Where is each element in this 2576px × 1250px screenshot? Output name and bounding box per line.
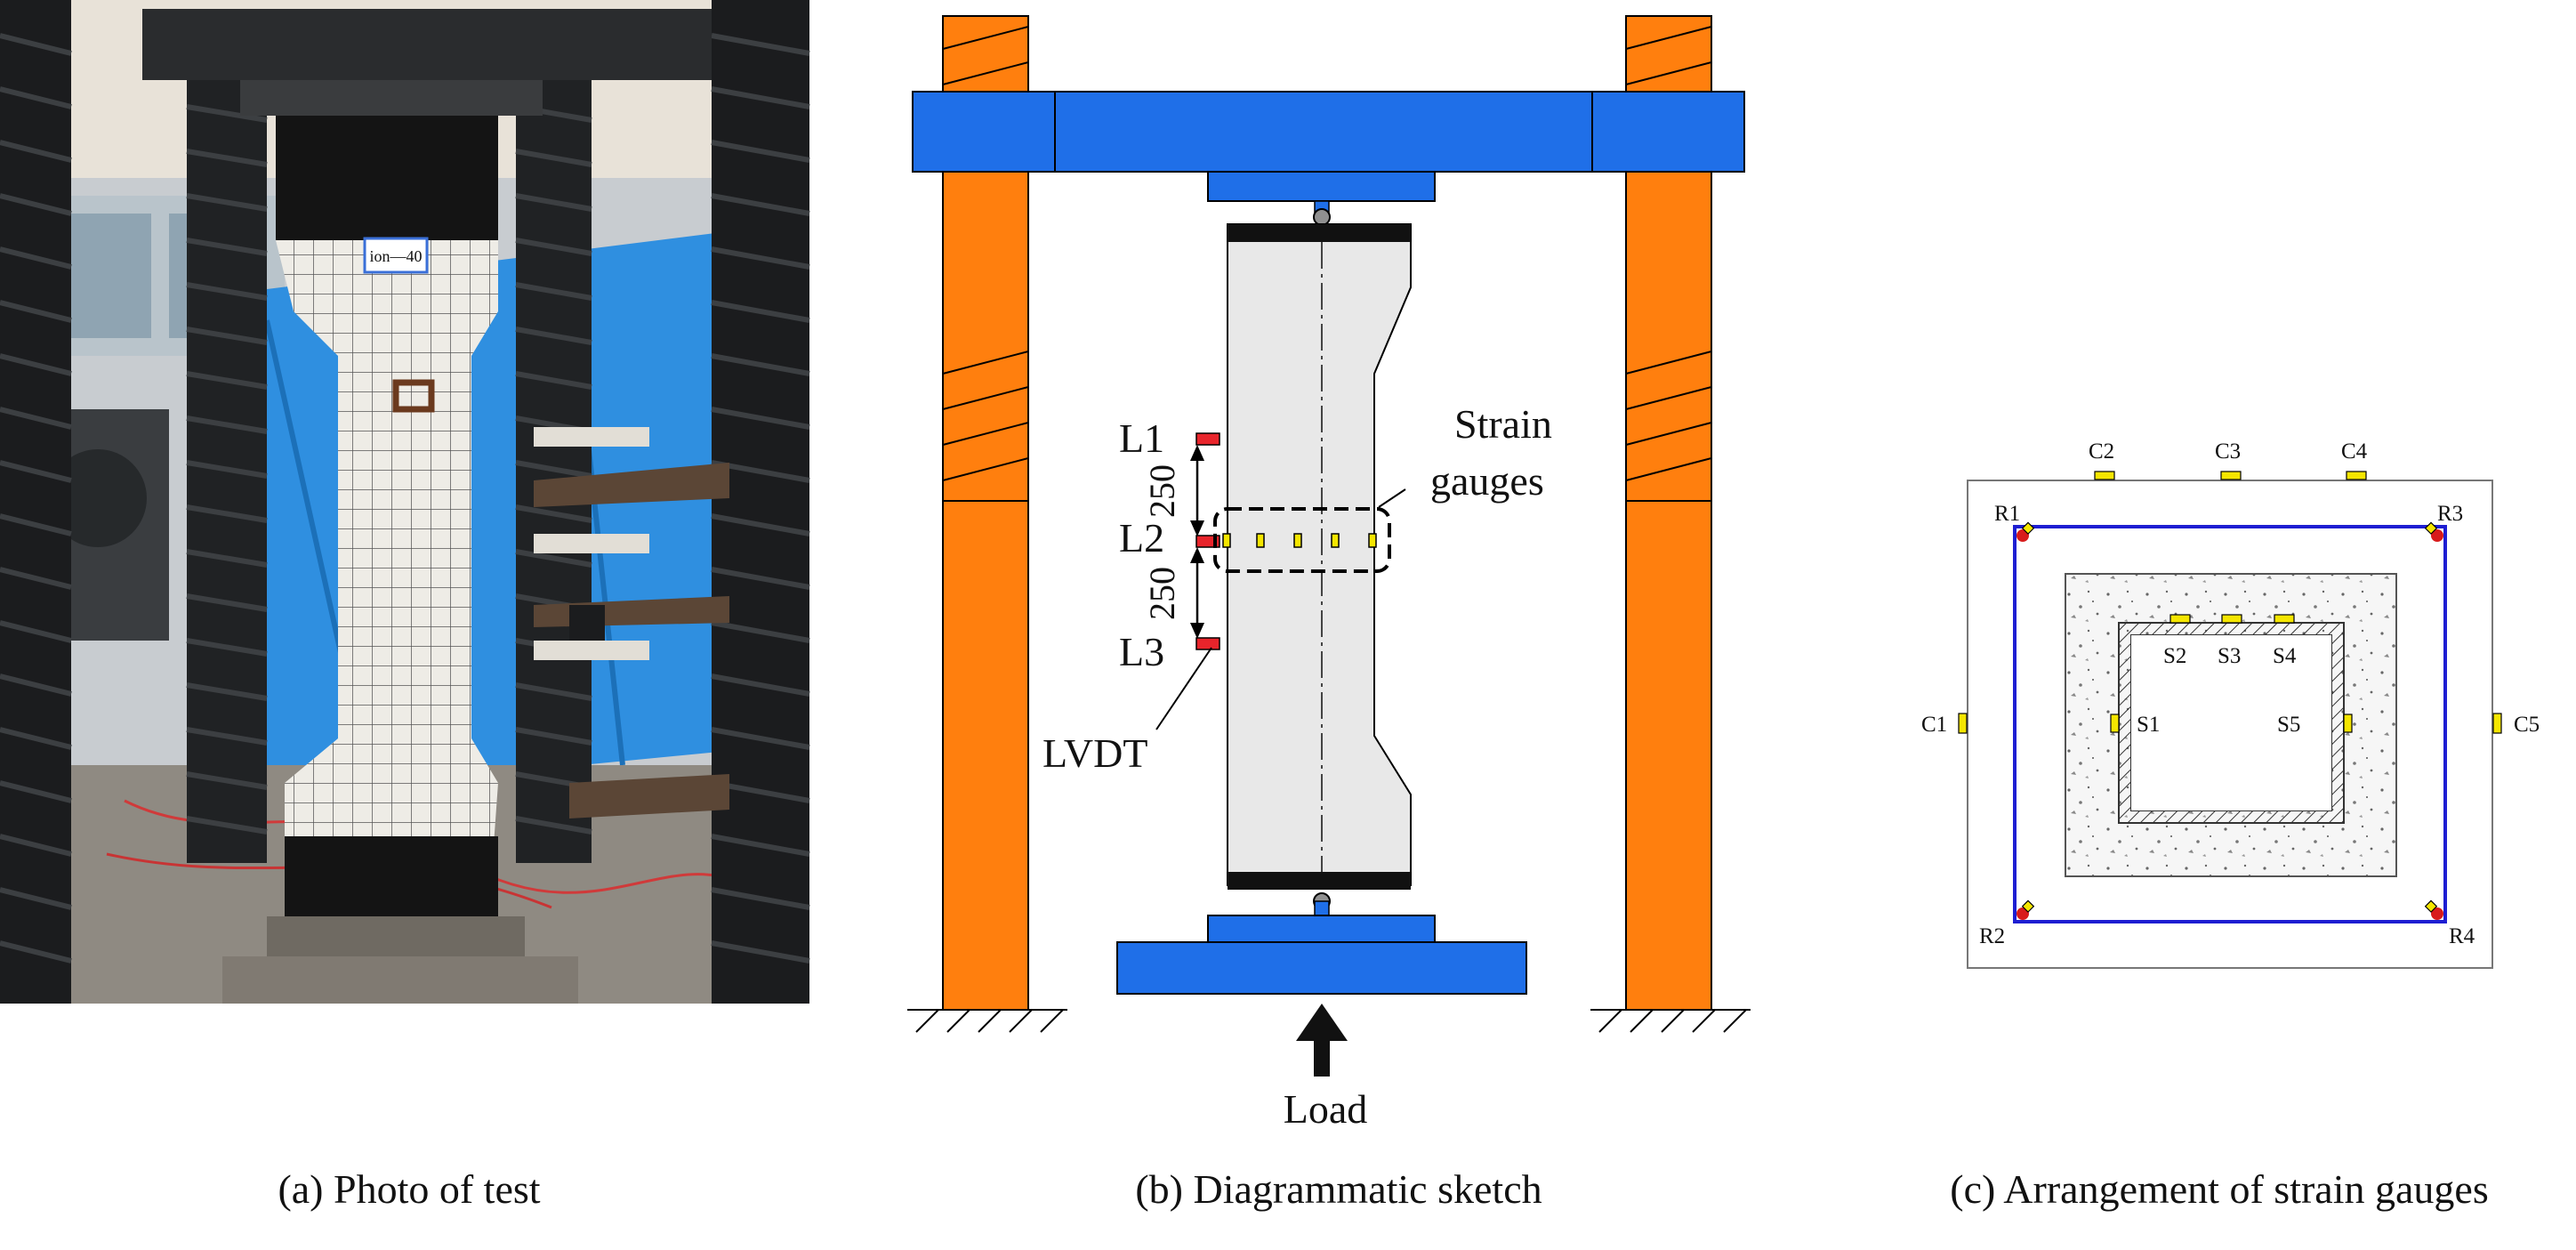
label-s4: S4: [2273, 644, 2297, 668]
label-c1: C1: [1921, 713, 1947, 737]
rebar-gauge: [2021, 521, 2438, 913]
label-s3: S3: [2218, 644, 2241, 668]
test-photo: ion—40: [0, 0, 810, 1004]
label-c2: C2: [2089, 440, 2114, 464]
bottom-platen: [1116, 892, 1527, 995]
rebar: [2017, 529, 2443, 920]
diagrammatic-sketch: Load 250 250 L1 L2 L3 LVDT: [907, 15, 1751, 1132]
tube-gauge: [2110, 614, 2353, 733]
gauge-arrangement-diagram: C1 C2 C3 C4 C5 R1 R2 R3 R4 S1 S2 S3 S4 S…: [1921, 440, 2540, 969]
caption-sketch: (b) Diagrammatic sketch: [1135, 1166, 1542, 1212]
diagram-panel: Load 250 250 L1 L2 L3 LVDT: [881, 0, 1797, 1250]
caption-photo: (a) Photo of test: [278, 1166, 541, 1212]
strain-leader: [1378, 488, 1406, 508]
spacing-label-upper: 250: [1142, 464, 1182, 518]
top-crossbeam: [912, 91, 1745, 226]
caption-gauges: (c) Arrangement of strain gauges: [1950, 1166, 2489, 1212]
lvdt-label-l2: L2: [1119, 515, 1164, 560]
load-label: Load: [1284, 1086, 1368, 1132]
spacing-label-lower: 250: [1142, 567, 1182, 620]
label-c4: C4: [2341, 440, 2368, 464]
strain-gauge-row: [1222, 533, 1377, 548]
lvdt-label: LVDT: [1042, 730, 1147, 776]
label-c3: C3: [2215, 440, 2241, 464]
label-s1: S1: [2137, 713, 2160, 737]
concrete-gauge: [1958, 471, 2502, 734]
label-r3: R3: [2437, 502, 2463, 526]
stirrup: [2013, 525, 2447, 923]
gauge-arrangement-panel: C1 C2 C3 C4 C5 R1 R2 R3 R4 S1 S2 S3 S4 S…: [1868, 0, 2576, 1250]
strain-gauge-zone: [1213, 507, 1391, 573]
specimen-sketch: [1227, 223, 1412, 890]
lvdt-label-l3: L3: [1119, 629, 1164, 674]
strain-label-line2: gauges: [1430, 458, 1544, 504]
test-photo-panel: ion—40 (a) Photo of test: [0, 0, 818, 1250]
label-s2: S2: [2163, 644, 2186, 668]
label-s5: S5: [2277, 713, 2300, 737]
specimen-tag: ion—40: [369, 247, 422, 265]
label-r4: R4: [2449, 924, 2475, 948]
load-arrow: [1296, 1004, 1348, 1077]
lvdt-leader: [1155, 647, 1212, 730]
label-c5: C5: [2514, 713, 2540, 737]
hollow-core: [2131, 635, 2331, 810]
label-r2: R2: [1979, 924, 2005, 948]
label-r1: R1: [1994, 502, 2020, 526]
strain-label-line1: Strain: [1454, 401, 1552, 447]
lvdt-label-l1: L1: [1119, 415, 1164, 461]
lvdt-bracket: [534, 427, 729, 819]
dimension-arrows: [1190, 445, 1204, 639]
